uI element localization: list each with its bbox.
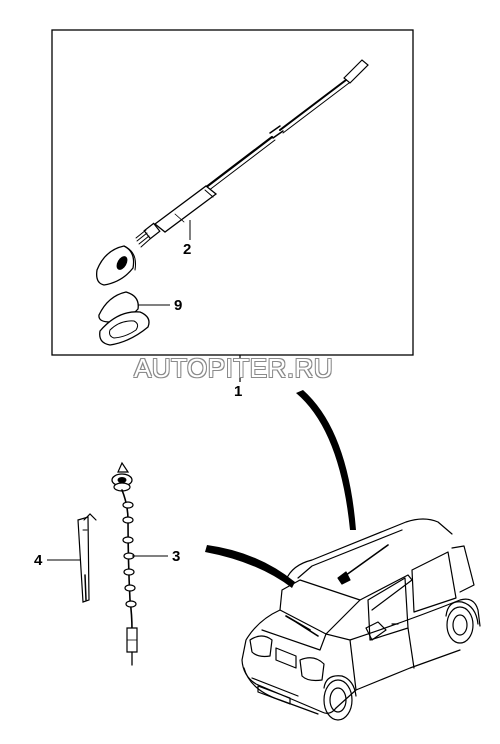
callout-tool: 4: [34, 552, 43, 569]
inset-leader-lines: [138, 220, 191, 306]
watermark-text: AUTOPITER.RU: [134, 353, 334, 383]
antenna-gasket: [98, 291, 150, 346]
installation-tool: [77, 513, 97, 603]
callout-cable: 3: [172, 548, 181, 565]
callout-gasket: 9: [174, 297, 183, 314]
antenna-cable: [111, 461, 138, 666]
antenna-base: [96, 245, 136, 286]
roof-pointer-arrow: [296, 390, 356, 530]
detail-inset-box: [51, 29, 414, 356]
callout-mast: 2: [183, 241, 192, 258]
car-body: [241, 518, 481, 721]
cable-pointer-arrow: [205, 545, 295, 588]
callout-assembly: 1: [234, 383, 243, 400]
antenna-mast: [135, 59, 369, 248]
